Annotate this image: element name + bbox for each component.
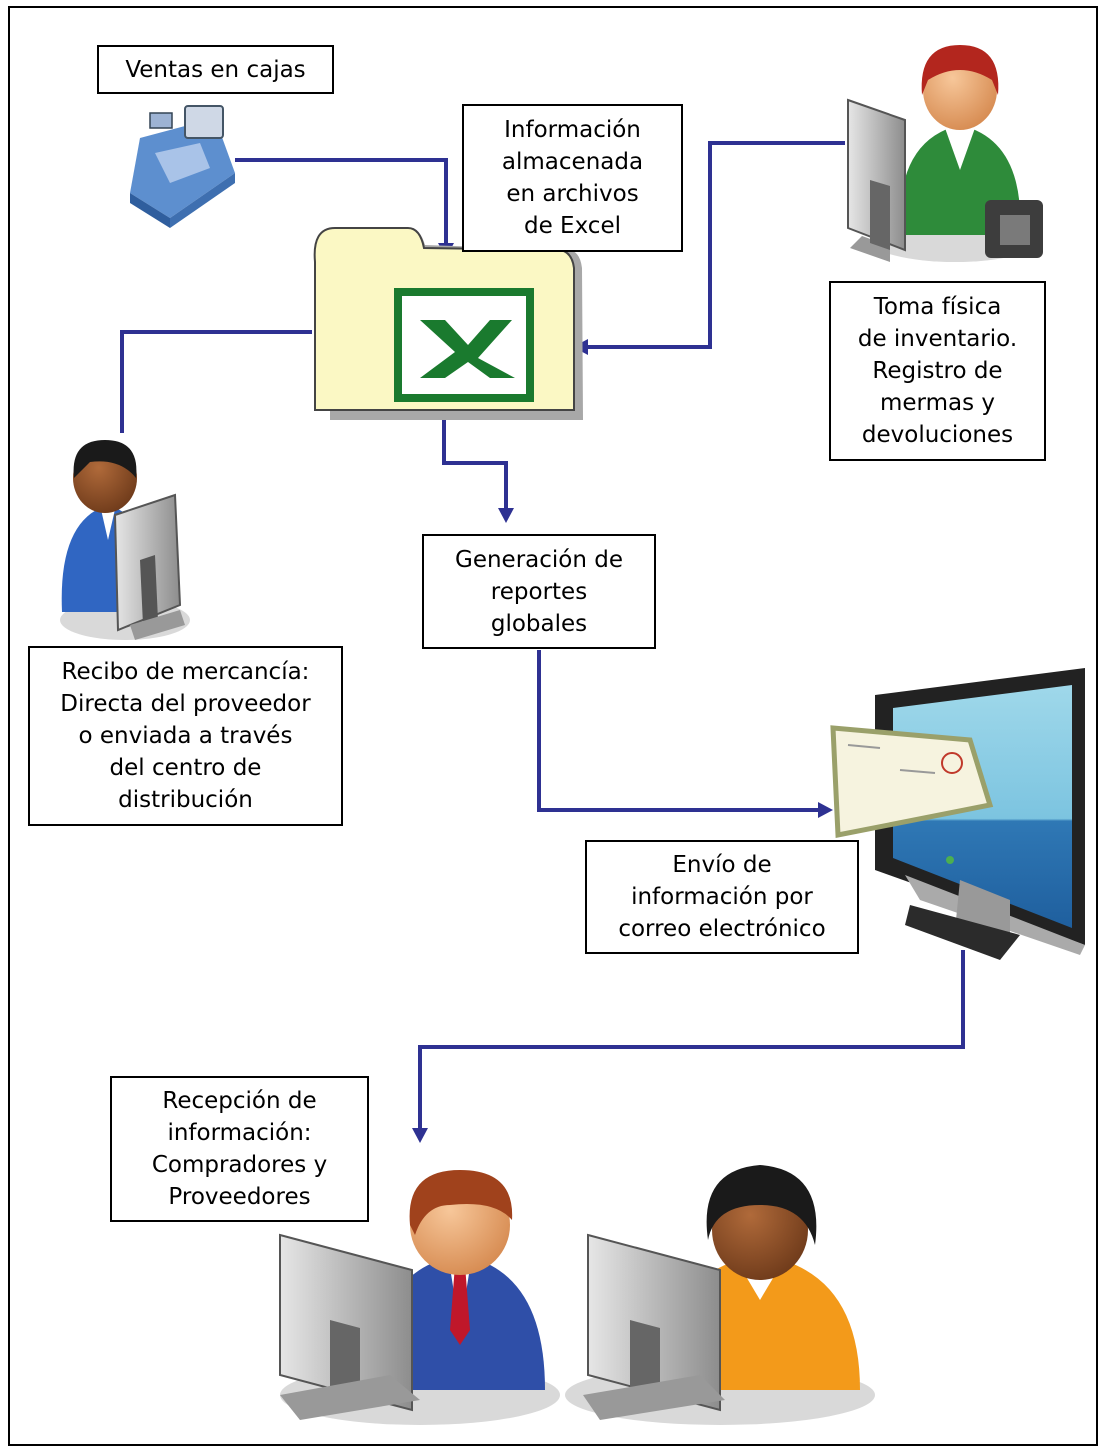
label-recepcion-informacion: Recepción de información: Compradores y … bbox=[110, 1076, 369, 1222]
excel-folder-icon bbox=[313, 227, 583, 420]
connector-ventas-to-folder bbox=[235, 158, 448, 245]
user-woman-phone-icon bbox=[847, 45, 1043, 262]
user-man-blue-icon bbox=[60, 440, 190, 640]
label-generacion-reportes: Generación de reportes globales bbox=[422, 534, 656, 649]
label-informacion-almacenada: Información almacenada en archivos de Ex… bbox=[462, 104, 683, 252]
connector-toma-to-folder bbox=[588, 141, 845, 349]
connector-recibo-to-folder bbox=[120, 330, 312, 433]
user-woman-orange-icon bbox=[565, 1165, 875, 1425]
label-ventas-en-cajas: Ventas en cajas bbox=[97, 45, 334, 94]
connector-folder-to-generacion bbox=[442, 408, 508, 510]
label-envio-informacion: Envío de información por correo electrón… bbox=[585, 840, 859, 954]
label-toma-fisica: Toma física de inventario. Registro de m… bbox=[829, 281, 1046, 461]
cash-register-icon bbox=[130, 105, 235, 228]
email-monitor-icon bbox=[830, 668, 1085, 960]
user-man-red-tie-icon bbox=[279, 1170, 560, 1425]
label-recibo-mercancia: Recibo de mercancía: Directa del proveed… bbox=[28, 646, 343, 826]
arrowhead-right-email bbox=[818, 802, 833, 818]
connector-generacion-to-email bbox=[537, 650, 820, 812]
arrowhead-down-generacion bbox=[498, 508, 514, 523]
connectors bbox=[120, 141, 965, 1130]
arrowhead-down-recepcion bbox=[412, 1128, 428, 1143]
connector-email-to-recepcion bbox=[418, 950, 965, 1130]
